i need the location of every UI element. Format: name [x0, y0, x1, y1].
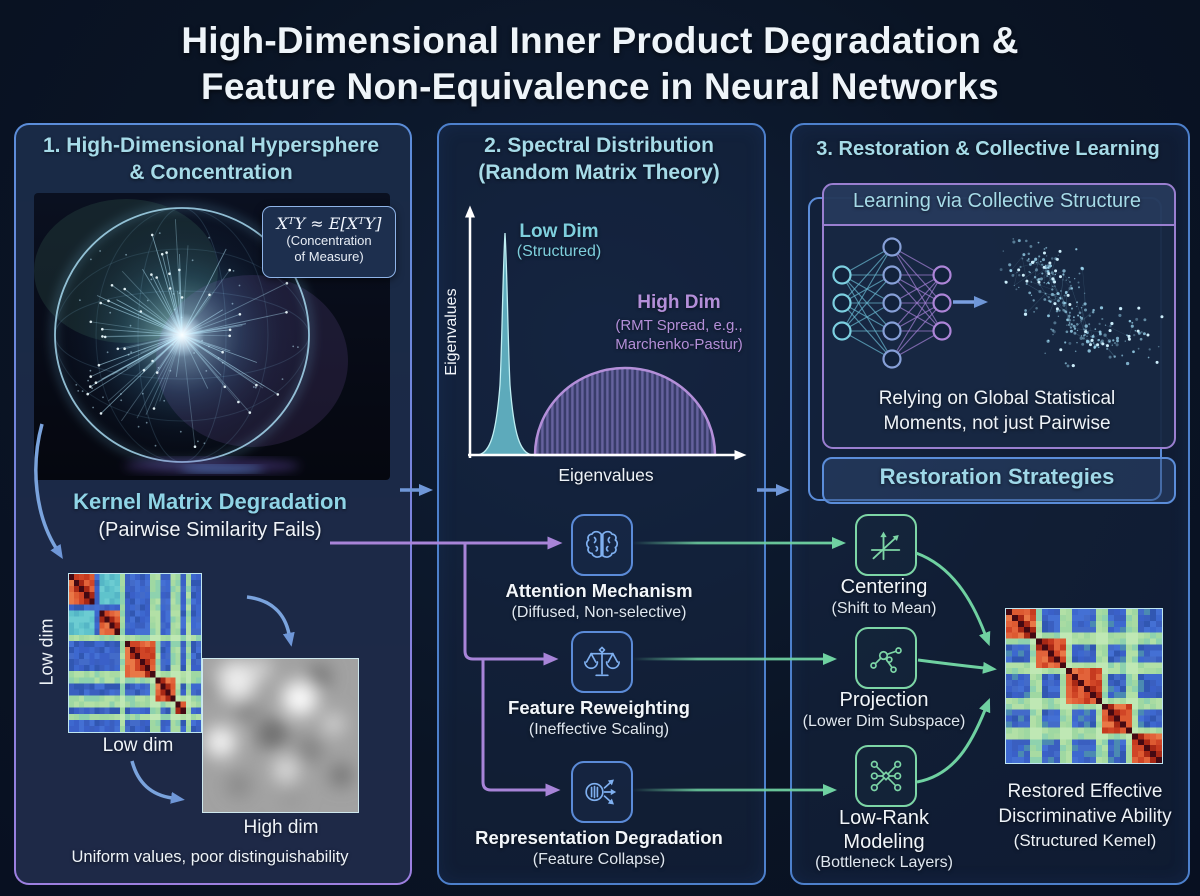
- centering-label: Centering: [840, 576, 928, 598]
- low-dim-spike: [477, 232, 533, 456]
- high-dim-caption: High dim: [243, 817, 319, 838]
- collective-structure-box: [822, 183, 1176, 449]
- bottleneck-network-icon: [870, 760, 902, 792]
- projection-sublabel: (Lower Dim Subspace): [802, 713, 966, 730]
- lowrank-icon-box: [855, 745, 917, 807]
- panel1-header-line1: 1. High-Dimensional Hypersphere: [42, 134, 380, 157]
- high-dim-kernel-matrix: [202, 658, 359, 813]
- chart-y-axis-label: Eigenvalues: [443, 288, 460, 376]
- reweighting-label: Feature Reweighting: [508, 697, 690, 718]
- reweighting-sublabel: (Ineffective Scaling): [528, 721, 670, 738]
- panel3-header: 3. Restoration & Collective Learning: [816, 138, 1160, 160]
- hypersphere-image: [34, 193, 390, 480]
- reweighting-icon-box: [571, 631, 633, 693]
- low-dim-caption: Low dim: [102, 735, 174, 756]
- formula-caption-line1: (Concentration: [286, 233, 372, 248]
- low-dim-axis-label: Low dim: [36, 618, 57, 686]
- lowrank-label: Low-Rank Modeling: [838, 807, 930, 853]
- collective-caption-line2: Moments, not just Pairwise: [883, 413, 1111, 434]
- result-label-line2: Discriminative Ability: [998, 806, 1172, 827]
- kernel-degradation-heading: Kernel Matrix Degradation: [73, 489, 347, 514]
- low-dim-kernel-matrix: [68, 573, 202, 733]
- collective-caption-line1: Relying on Global Statistical: [878, 388, 1116, 409]
- attention-sublabel: (Diffused, Non-selective): [511, 604, 687, 621]
- chart-high-dim-sub2: Marchenko-Pastur): [615, 336, 743, 353]
- point-cloud-manifold: [999, 238, 1164, 368]
- chart-high-dim-sub1: (RMT Spread, e.g.,: [615, 317, 743, 334]
- centering-sublabel: (Shift to Mean): [831, 600, 937, 617]
- chart-high-dim-annotation: High Dim: [637, 292, 721, 313]
- projection-label: Projection: [839, 689, 929, 711]
- feature-spread-icon: [585, 779, 617, 805]
- panel2-header-line1: 2. Spectral Distribution: [484, 134, 714, 157]
- projection-graph-icon: [870, 647, 902, 673]
- balance-scale-icon: [584, 646, 620, 677]
- degradation-icon-box: [571, 761, 633, 823]
- formula-caption-line2: of Measure): [294, 249, 364, 264]
- centering-axes-icon: [870, 531, 901, 561]
- page-title-line1: High-Dimensional Inner Product Degradati…: [181, 20, 1019, 61]
- spectral-chart: [477, 232, 717, 457]
- lowrank-sublabel: (Bottleneck Layers): [815, 854, 953, 871]
- chart-low-dim-annotation: Low Dim: [519, 221, 599, 242]
- panel1-footnote: Uniform values, poor distinguishability: [71, 848, 349, 866]
- panel2-header-line2: (Random Matrix Theory): [478, 161, 720, 184]
- page-title-line2: Feature Non-Equivalence in Neural Networ…: [201, 66, 999, 107]
- panel1-header-line2: & Concentration: [129, 161, 293, 184]
- result-label-line3: (Structured Kemel): [1013, 831, 1157, 850]
- chart-x-axis-label: Eigenvalues: [558, 465, 654, 485]
- chart-low-dim-sub-annotation: (Structured): [516, 243, 602, 260]
- collective-title: Learning via Collective Structure: [853, 190, 1141, 212]
- concentration-formula-box: XᵀY ≈ E[XᵀY] (Concentration of Measure): [262, 206, 396, 278]
- kernel-degradation-subheading: (Pairwise Similarity Fails): [98, 519, 322, 541]
- attention-label: Attention Mechanism: [505, 580, 693, 601]
- restoration-strategies-box: [822, 457, 1176, 504]
- degradation-label: Representation Degradation: [475, 827, 723, 848]
- collective-structure-header: [824, 185, 1174, 226]
- formula-expression: XᵀY ≈ E[XᵀY]: [276, 214, 382, 233]
- attention-icon-box: [571, 514, 633, 576]
- degradation-sublabel: (Feature Collapse): [532, 851, 666, 868]
- brain-icon: [585, 530, 619, 558]
- restoration-strategies-title: Restoration Strategies: [879, 464, 1115, 489]
- neural-network-diagram: [832, 237, 952, 369]
- restored-kernel-matrix: [1005, 608, 1163, 764]
- centering-icon-box: [855, 514, 917, 576]
- result-label-line1: Restored Effective: [1007, 781, 1163, 802]
- projection-icon-box: [855, 627, 917, 689]
